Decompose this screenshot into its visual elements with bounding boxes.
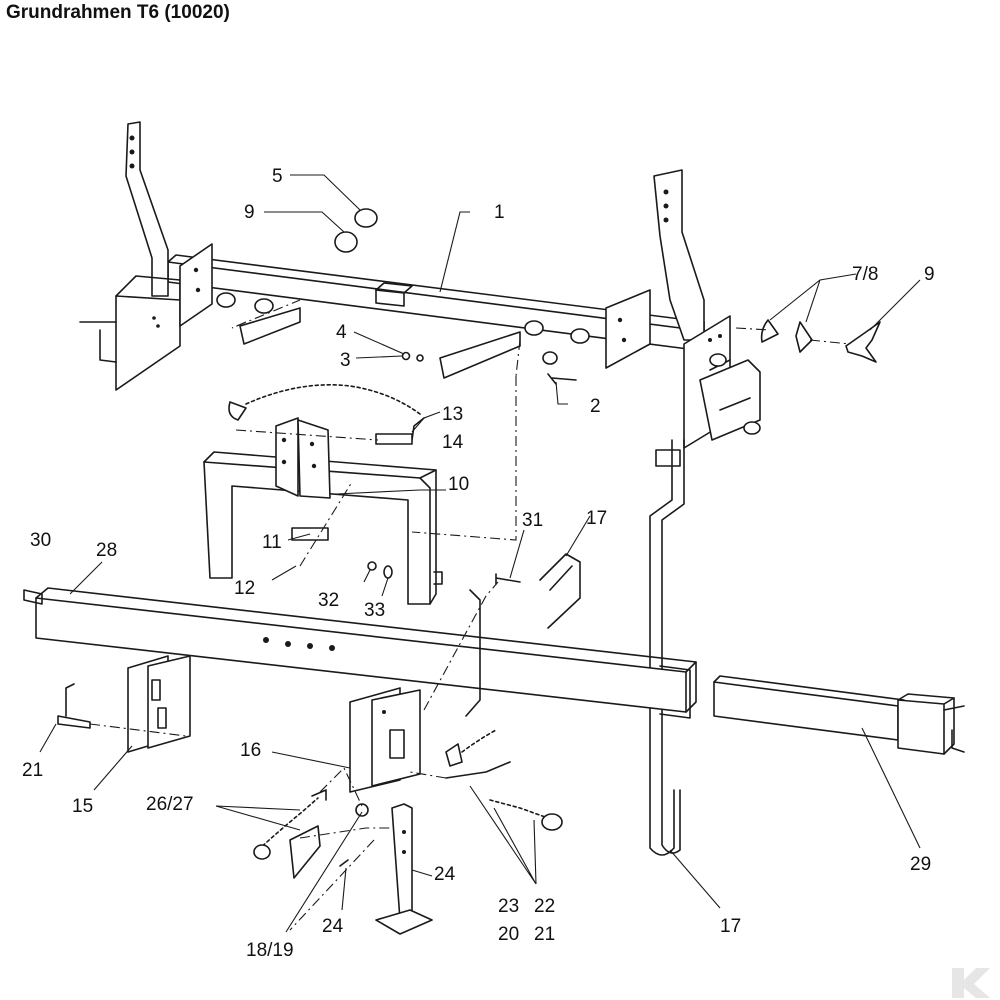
label-part-31: 31 [522, 510, 543, 531]
cap-part [334, 231, 358, 253]
wing-nut-part [845, 321, 881, 363]
label-part-30: 30 [30, 530, 51, 551]
upper-frame-part [79, 121, 761, 467]
label-part-21-right: 21 [534, 924, 555, 945]
chain-pin-part [228, 384, 425, 445]
u-bolt-part [539, 553, 581, 629]
pin-part-24 [339, 859, 349, 867]
bolt-part [547, 373, 577, 385]
nut-part [416, 354, 424, 362]
washer-cone-part [795, 321, 813, 353]
label-part-7-8: 7/8 [852, 264, 878, 285]
label-part-4: 4 [336, 322, 347, 343]
washer-disc-part [760, 319, 779, 343]
label-part-17-lower: 17 [720, 916, 741, 937]
label-part-10: 10 [448, 474, 469, 495]
nut-part-32 [367, 561, 377, 571]
cross-tube-part [23, 587, 697, 719]
support-stand-part [375, 803, 433, 935]
label-part-24-left: 24 [322, 916, 344, 937]
page-title: Grundrahmen T6 (10020) [6, 2, 230, 23]
label-part-20: 20 [498, 924, 519, 945]
clamp-part-centre [349, 687, 421, 793]
label-part-17-upper: 17 [586, 508, 607, 529]
leader-lines [39, 174, 921, 933]
extension-tube-part [713, 675, 965, 755]
label-part-29: 29 [910, 854, 931, 875]
chain-clip-part [253, 789, 327, 879]
label-part-28: 28 [96, 540, 117, 561]
bolt-part-31 [495, 573, 521, 585]
label-part-12: 12 [234, 578, 255, 599]
label-part-18-19: 18/19 [246, 940, 294, 961]
long-hanger-bolt-part [649, 439, 685, 856]
label-part-32: 32 [318, 590, 339, 611]
bushing-part [354, 208, 378, 228]
label-part-26-27: 26/27 [146, 794, 194, 815]
washer-part-33 [383, 565, 393, 579]
label-part-13: 13 [442, 404, 463, 425]
washer-part [401, 351, 411, 361]
bushing-part-18-19 [355, 803, 369, 817]
label-part-33: 33 [364, 600, 385, 621]
label-part-3: 3 [340, 350, 351, 371]
label-part-2: 2 [590, 396, 601, 417]
clamp-part-left [127, 655, 191, 753]
label-part-9-top: 9 [244, 202, 255, 223]
a-frame-part [203, 417, 443, 605]
watermark-logo [952, 968, 990, 998]
label-part-11: 11 [262, 532, 282, 553]
label-part-15: 15 [72, 796, 93, 817]
label-part-23: 23 [498, 896, 519, 917]
label-part-22: 22 [534, 896, 555, 917]
label-part-14: 14 [442, 432, 464, 453]
label-part-1: 1 [494, 202, 505, 223]
pin-part-left [57, 715, 91, 729]
label-part-9-right: 9 [924, 264, 935, 285]
label-part-5: 5 [272, 166, 283, 187]
label-part-16: 16 [240, 740, 261, 761]
pin-chain-part [445, 729, 563, 831]
label-part-24-right: 24 [434, 864, 456, 885]
label-part-21-left: 21 [22, 760, 43, 781]
